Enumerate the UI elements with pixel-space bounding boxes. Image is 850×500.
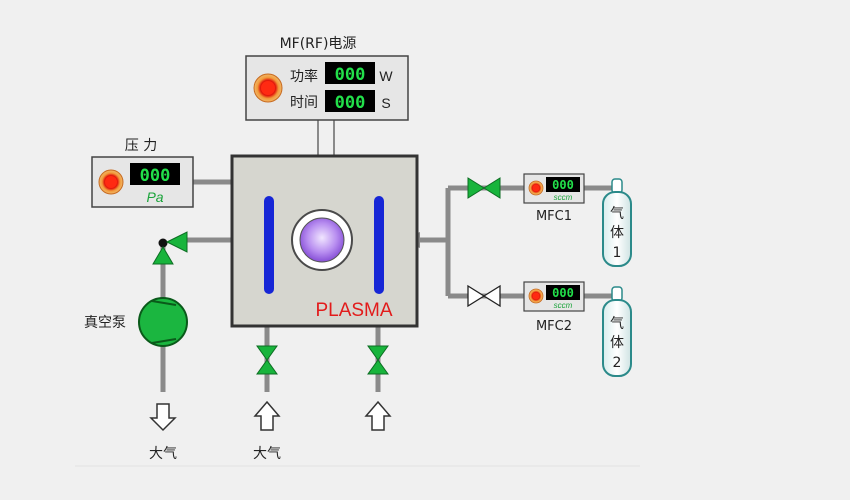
pressure-unit: Pa xyxy=(146,189,163,205)
gas2-label-line3: 2 xyxy=(613,355,622,371)
pressure-display xyxy=(130,163,180,185)
pressure-gauge: 压 力 000 Pa xyxy=(91,138,194,208)
vacuum-chamber: PLASMA xyxy=(230,154,419,328)
vent-valve-left xyxy=(256,345,278,375)
gas-cylinder-icon xyxy=(602,178,632,267)
mfc2-controller: 000 sccm xyxy=(523,281,585,312)
electrode-left xyxy=(264,196,274,294)
mfc2-display xyxy=(546,285,580,300)
pump-check-valve xyxy=(152,231,188,265)
mfc2-value: 000 xyxy=(552,286,574,300)
vacuum-pump-icon xyxy=(138,297,188,347)
time-value: 000 xyxy=(335,93,366,113)
gas1-label-line1: 气 xyxy=(610,206,624,222)
vent-inlet-arrow-icon xyxy=(253,400,281,431)
gas1-label-line3: 1 xyxy=(613,245,622,261)
atmosphere-outlet-label: 大气 xyxy=(149,446,177,462)
inlet-arrow-icon xyxy=(364,400,392,431)
bottom-valve-right xyxy=(367,345,389,375)
atmosphere-vent-label: 大气 xyxy=(253,446,281,462)
power-supply-panel: MF(RF)电源 功率 000 W 时间 000 S xyxy=(245,36,409,121)
red-lamp-icon xyxy=(528,288,544,304)
mfc1-name: MFC1 xyxy=(536,209,572,224)
gas2-label-line1: 气 xyxy=(610,316,624,332)
pump-outlet-arrow-icon xyxy=(149,403,177,432)
pump-label: 真空泵 xyxy=(84,315,126,331)
power-unit: W xyxy=(379,68,393,84)
red-lamp-icon xyxy=(253,73,283,103)
power-display xyxy=(325,62,375,84)
red-lamp-icon xyxy=(528,180,544,196)
plasma-label: PLASMA xyxy=(315,300,392,321)
mfc1-display xyxy=(546,177,580,192)
gas1-label-line2: 体 xyxy=(610,225,624,241)
power-supply-title: MF(RF)电源 xyxy=(280,36,357,52)
mfc1-unit: sccm xyxy=(554,193,573,202)
mfc2-unit: sccm xyxy=(554,301,573,310)
red-lamp-icon xyxy=(98,169,124,195)
electrode-right xyxy=(374,196,384,294)
green-butterfly-valve-icon xyxy=(467,177,501,199)
white-butterfly-valve-icon xyxy=(467,284,501,308)
power-label: 功率 xyxy=(290,68,318,85)
viewport-window-icon xyxy=(291,209,353,271)
pressure-value: 000 xyxy=(140,166,171,186)
mfc1-controller: 000 sccm xyxy=(523,173,585,204)
pressure-title: 压 力 xyxy=(125,138,157,154)
power-value: 000 xyxy=(335,65,366,85)
mfc2-name: MFC2 xyxy=(536,319,572,334)
time-unit: S xyxy=(381,95,390,111)
mfc1-value: 000 xyxy=(552,178,574,192)
time-display xyxy=(325,90,375,112)
gas2-label-line2: 体 xyxy=(610,335,624,351)
time-label: 时间 xyxy=(290,95,318,111)
gas-cylinder-icon xyxy=(602,286,632,377)
